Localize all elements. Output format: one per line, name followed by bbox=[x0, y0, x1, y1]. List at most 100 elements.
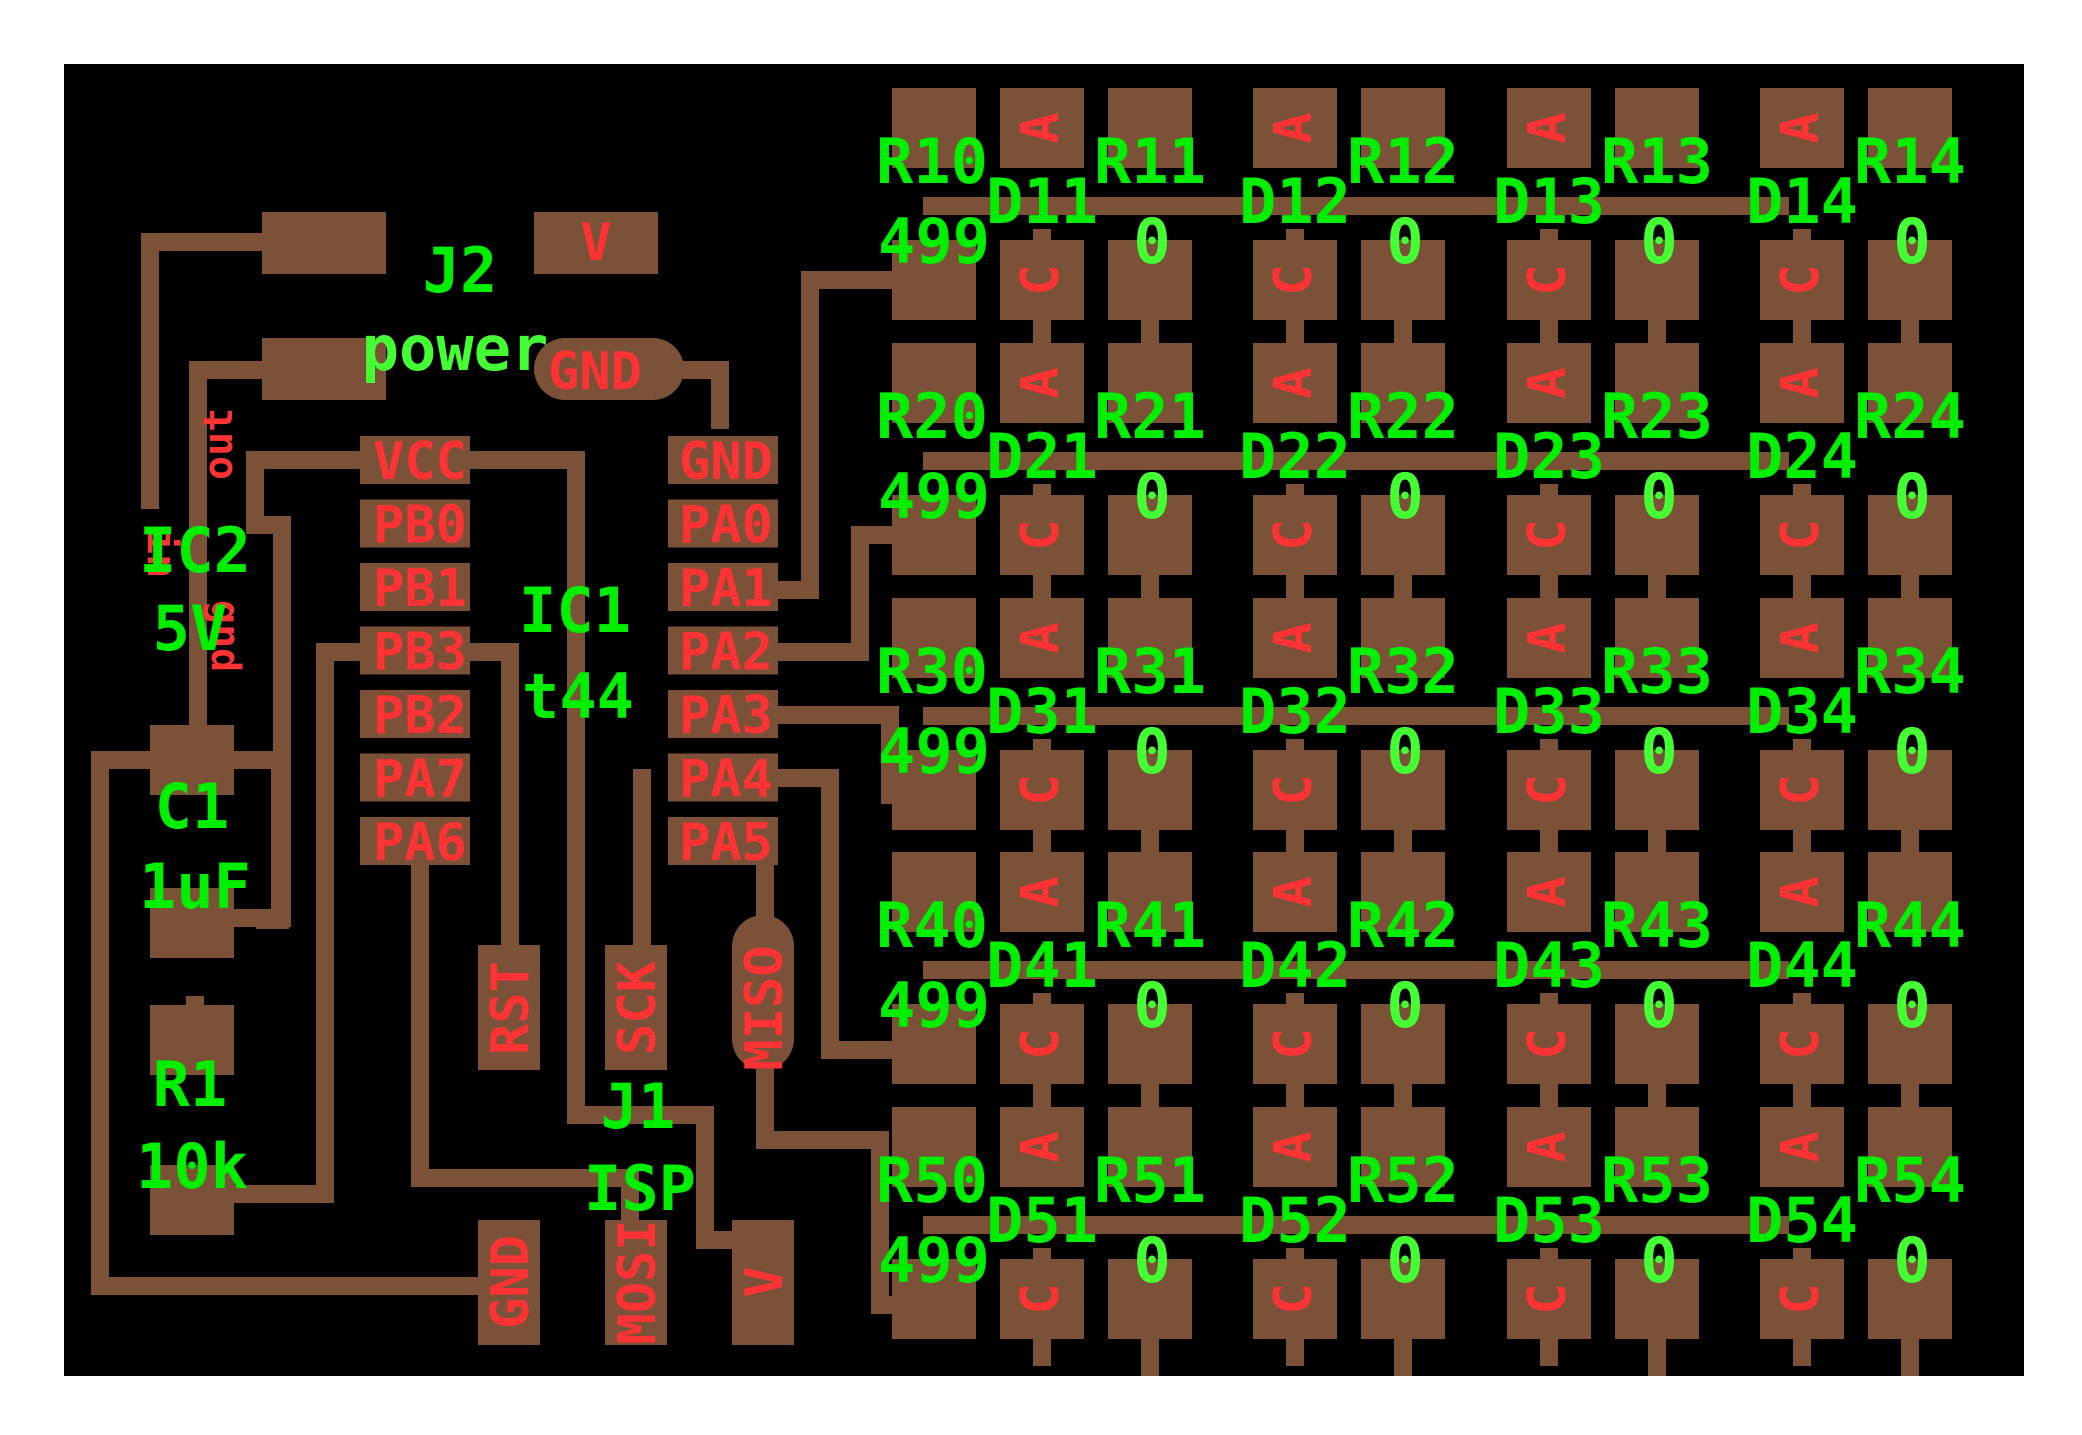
row-resistor-pad bbox=[892, 1259, 976, 1339]
led-anode-mark: A bbox=[1518, 112, 1578, 143]
column-resistor-value: 0 bbox=[1640, 205, 1677, 278]
column-resistor-pad bbox=[1361, 88, 1445, 168]
column-resistor-pad bbox=[1615, 1107, 1699, 1187]
column-resistor-pad bbox=[1615, 1259, 1699, 1339]
led-anode-mark: A bbox=[1771, 367, 1831, 398]
led-anode-pad bbox=[1760, 343, 1844, 423]
led-anode-pad bbox=[1507, 343, 1591, 423]
ic1-value-label: t44 bbox=[522, 660, 634, 733]
column-resistor-value: 0 bbox=[1386, 205, 1423, 278]
ic1-left-pin-label: VCC bbox=[373, 432, 467, 492]
r1-pad-top bbox=[150, 1005, 234, 1075]
row-resistor-ref: R10 bbox=[876, 125, 988, 198]
column-resistor-pad bbox=[1868, 598, 1952, 678]
led-cathode-pad bbox=[1507, 750, 1591, 830]
led-anode-pad bbox=[1760, 1107, 1844, 1187]
ic1-right-pin-label: PA4 bbox=[679, 750, 773, 810]
row-resistor-ref: R50 bbox=[876, 1144, 988, 1217]
column-resistor-value: 0 bbox=[1893, 715, 1930, 788]
led-cathode-mark: C bbox=[1518, 264, 1578, 295]
column-resistor-pad bbox=[1361, 1004, 1445, 1084]
led-ref: D14 bbox=[1746, 165, 1858, 238]
led-anode-mark: A bbox=[1771, 622, 1831, 653]
column-resistor-value: 0 bbox=[1133, 969, 1170, 1042]
led-cathode-pad bbox=[1253, 1259, 1337, 1339]
led-cathode-pad bbox=[1253, 1004, 1337, 1084]
led-cathode-mark: C bbox=[1264, 1028, 1324, 1059]
column-resistor-pad bbox=[1361, 750, 1445, 830]
led-anode-pad bbox=[1000, 852, 1084, 932]
ic1-right-pad bbox=[668, 753, 778, 802]
led-anode-pad bbox=[1760, 88, 1844, 168]
column-resistor-value: 0 bbox=[1640, 715, 1677, 788]
column-resistor-pad bbox=[1868, 1004, 1952, 1084]
ic2-pin-in: in bbox=[138, 530, 184, 578]
led-anode-pad bbox=[1000, 598, 1084, 678]
column-resistor-pad bbox=[1868, 1259, 1952, 1339]
row-resistor-pad bbox=[892, 495, 976, 575]
led-ref: D54 bbox=[1746, 1184, 1858, 1257]
column-resistor-value: 0 bbox=[1386, 1224, 1423, 1297]
column-resistor-ref: R11 bbox=[1094, 125, 1206, 198]
row-resistor-value: 499 bbox=[878, 460, 990, 533]
led-cathode-mark: C bbox=[1518, 1028, 1578, 1059]
left-pads bbox=[150, 212, 794, 1345]
led-cathode-pad bbox=[1760, 750, 1844, 830]
led-matrix: R10499ACD11R110ACD12R120ACD13R130ACD14R1… bbox=[876, 88, 1966, 1376]
led-ref: D41 bbox=[986, 929, 1098, 1002]
led-ref: D53 bbox=[1493, 1184, 1605, 1257]
ic1-right-pad bbox=[668, 499, 778, 548]
led-cathode-pad bbox=[1507, 1004, 1591, 1084]
ic1-left-pad bbox=[360, 499, 470, 548]
led-anode-pad bbox=[1760, 852, 1844, 932]
column-resistor-value: 0 bbox=[1893, 1224, 1930, 1297]
row-resistor-ref: R30 bbox=[876, 635, 988, 708]
column-resistor-value: 0 bbox=[1133, 205, 1170, 278]
ic1-right-pad bbox=[668, 817, 778, 865]
column-resistor-pad bbox=[1108, 240, 1192, 320]
column-resistor-value: 0 bbox=[1386, 969, 1423, 1042]
ic1-left-pad bbox=[360, 690, 470, 738]
isp-v-label: V bbox=[735, 1266, 795, 1297]
led-anode-pad bbox=[1253, 343, 1337, 423]
row-resistor-value: 499 bbox=[878, 1224, 990, 1297]
led-anode-mark: A bbox=[1518, 1131, 1578, 1162]
isp-pad-rst bbox=[478, 945, 540, 1070]
row-resistor-pad bbox=[892, 750, 976, 830]
led-cathode-pad bbox=[1253, 495, 1337, 575]
c1-value-label: 1uF bbox=[139, 850, 251, 923]
led-anode-mark: A bbox=[1011, 112, 1071, 143]
led-anode-pad bbox=[1760, 598, 1844, 678]
column-resistor-pad bbox=[1868, 1107, 1952, 1187]
led-cathode-mark: C bbox=[1011, 1283, 1071, 1314]
column-resistor-ref: R34 bbox=[1854, 635, 1966, 708]
row-resistor-value: 499 bbox=[878, 969, 990, 1042]
c1-ref-label: C1 bbox=[155, 770, 230, 843]
ic1-right-pin-label: PA3 bbox=[679, 686, 773, 746]
led-ref: D31 bbox=[986, 675, 1098, 748]
column-resistor-pad bbox=[1108, 88, 1192, 168]
led-cathode-pad bbox=[1507, 240, 1591, 320]
led-anode-mark: A bbox=[1264, 876, 1324, 907]
ic2-pin-out: out bbox=[196, 408, 242, 480]
column-resistor-pad bbox=[1108, 750, 1192, 830]
column-resistor-pad bbox=[1108, 1004, 1192, 1084]
isp-mosi-label: MOSI bbox=[608, 1219, 668, 1344]
j1-ref-label: J1 bbox=[601, 1070, 676, 1143]
column-resistor-pad bbox=[1361, 240, 1445, 320]
ic1-left-pin-label: PB1 bbox=[373, 559, 467, 619]
column-resistor-pad bbox=[1361, 1259, 1445, 1339]
ic1-right-pin-label: GND bbox=[679, 432, 773, 492]
column-resistor-pad bbox=[1615, 750, 1699, 830]
row-resistor-pad bbox=[892, 852, 976, 932]
led-anode-mark: A bbox=[1518, 876, 1578, 907]
column-resistor-pad bbox=[1108, 852, 1192, 932]
column-resistor-ref: R33 bbox=[1601, 635, 1713, 708]
column-resistor-ref: R14 bbox=[1854, 125, 1966, 198]
column-resistor-pad bbox=[1868, 495, 1952, 575]
led-cathode-pad bbox=[1000, 240, 1084, 320]
ic1-pins: VCCPB0PB1PB3PB2PA7PA6GNDPA0PA1PA2PA3PA4P… bbox=[360, 432, 778, 873]
column-resistor-pad bbox=[1868, 88, 1952, 168]
led-anode-mark: A bbox=[1011, 876, 1071, 907]
